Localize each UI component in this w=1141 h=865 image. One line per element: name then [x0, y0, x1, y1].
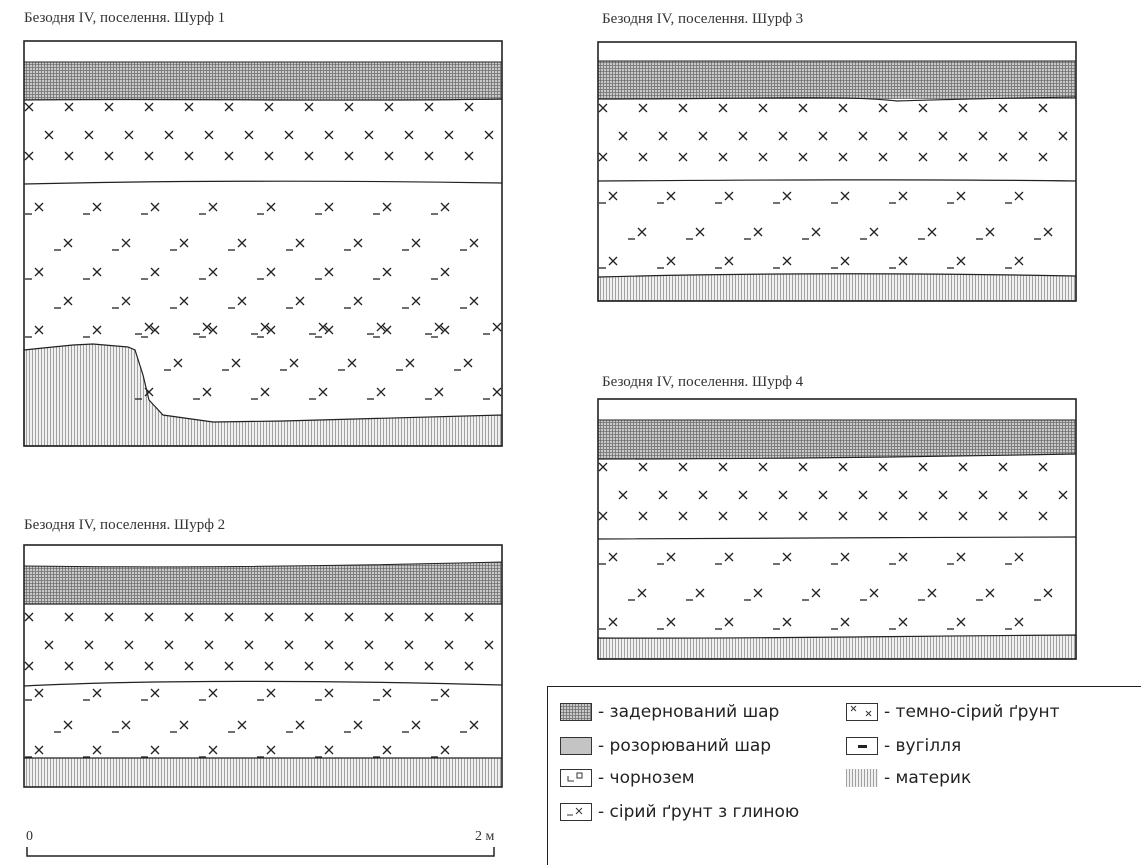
bedrock-layer: [24, 758, 502, 787]
scale-end-label: 2 м: [475, 829, 495, 844]
turf-layer: [598, 61, 1076, 99]
charcoal-swatch-icon: [846, 737, 878, 755]
legend-label-gray-clay: - сірий ґрунт з глиною: [598, 802, 800, 822]
chernozem-swatch-icon: [560, 769, 592, 787]
gray-clay-soil-markers: [599, 552, 1053, 630]
bedrock-layer: [597, 634, 1077, 660]
turf-layer: [24, 62, 502, 100]
scale-start-label: 0: [26, 829, 33, 844]
legend-item-bedrock: - материк: [846, 763, 971, 793]
turf-swatch-icon: [560, 703, 592, 721]
dark-gray-soil-markers: [24, 612, 494, 671]
section-title-shurf-2: Безодня IV, поселення. Шурф 2: [24, 517, 226, 533]
gray-clay-soil-markers: [25, 688, 479, 758]
section-profile-shurf-2: [23, 544, 503, 788]
gray-clay-swatch-icon: [560, 803, 592, 821]
section-profile-shurf-4: [597, 398, 1077, 660]
legend-label-bedrock: - материк: [884, 768, 972, 788]
section-title-shurf-1: Безодня IV, поселення. Шурф 1: [24, 10, 226, 26]
bedrock-swatch-icon: [846, 769, 878, 787]
legend-item-dark-gray: - темно-сірий ґрунт: [846, 697, 1060, 727]
legend-item-chernozem: - чорнозем: [560, 763, 695, 793]
section-title-shurf-4: Безодня IV, поселення. Шурф 4: [602, 374, 804, 390]
gray-clay-soil-markers: [599, 191, 1053, 269]
turf-layer: [24, 562, 502, 604]
legend-item-gray-clay: - сірий ґрунт з глиною: [560, 797, 799, 827]
gray-clay-soil-markers: [25, 202, 479, 338]
section-profile-shurf-3: [597, 41, 1077, 302]
legend-item-turf: - задернований шар: [560, 697, 779, 727]
scale-bar: [26, 847, 495, 857]
legend-label-plowed: - розорюваний шар: [598, 736, 772, 756]
section-profile-shurf-1: [23, 40, 503, 447]
turf-layer: [598, 420, 1076, 459]
bedrock-layer: [597, 273, 1077, 302]
plowed-swatch-icon: [560, 737, 592, 755]
legend-label-chernozem: - чорнозем: [598, 768, 695, 788]
legend-item-charcoal: - вугілля: [846, 731, 961, 761]
dark-gray-swatch-icon: [846, 703, 878, 721]
legend-item-plowed: - розорюваний шар: [560, 731, 771, 761]
gray-clay-soil-markers-lower: [135, 322, 502, 400]
legend-label-dark-gray: - темно-сірий ґрунт: [884, 702, 1060, 722]
dark-gray-soil-markers: [598, 462, 1068, 521]
legend-label-charcoal: - вугілля: [884, 736, 962, 756]
legend: - задернований шар - розорюваний шар - ч…: [547, 686, 1141, 865]
dark-gray-soil-markers: [24, 102, 494, 161]
section-title-shurf-3: Безодня IV, поселення. Шурф 3: [602, 11, 804, 27]
legend-label-turf: - задернований шар: [598, 702, 780, 722]
dark-gray-soil-markers: [598, 103, 1068, 162]
